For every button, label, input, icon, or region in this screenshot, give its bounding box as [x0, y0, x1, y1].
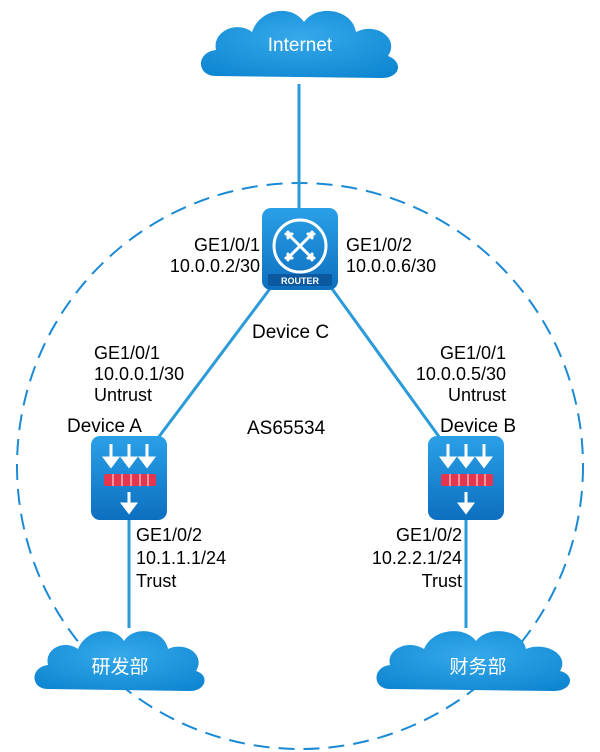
links [127, 84, 468, 628]
finance-cloud [376, 631, 571, 691]
rnd-cloud [34, 631, 205, 691]
rnd-label: 研发部 [91, 657, 149, 678]
link-c-b [328, 285, 442, 439]
device-a-up-zone: Untrust [94, 385, 153, 405]
firewall-device-b [428, 436, 504, 520]
finance-label: 财务部 [449, 657, 507, 678]
device-b-up-ip: 10.0.0.5/30 [415, 364, 506, 384]
device-a-down-port: GE1/0/2 [136, 525, 203, 545]
device-c-left-port: GE1/0/1 [193, 235, 260, 255]
device-a-down-zone: Trust [136, 571, 177, 591]
internet-cloud [201, 10, 399, 78]
device-b-name: Device B [440, 416, 517, 437]
device-b-down-ip: 10.2.2.1/24 [371, 548, 462, 568]
firewall-device-a [91, 436, 167, 520]
as-number-label: AS65534 [247, 418, 326, 439]
device-b-up-port: GE1/0/1 [439, 343, 506, 363]
device-a-up-ip: 10.0.0.1/30 [94, 364, 185, 384]
router-device-c: ROUTER [262, 208, 338, 290]
device-b-down-zone: Trust [421, 571, 462, 591]
device-b-down-port: GE1/0/2 [395, 525, 462, 545]
device-c-right-port: GE1/0/2 [346, 235, 413, 255]
device-a-down-ip: 10.1.1.1/24 [136, 548, 227, 568]
internet-label: Internet [267, 35, 333, 56]
device-c-name: Device C [252, 322, 330, 343]
router-badge-text: ROUTER [281, 276, 320, 286]
device-c-right-ip: 10.0.0.6/30 [346, 256, 437, 276]
device-a-name: Device A [67, 416, 142, 437]
link-c-a [156, 285, 274, 439]
device-b-up-zone: Untrust [447, 385, 506, 405]
device-c-left-ip: 10.0.0.2/30 [169, 256, 260, 276]
device-a-up-port: GE1/0/1 [94, 343, 161, 363]
